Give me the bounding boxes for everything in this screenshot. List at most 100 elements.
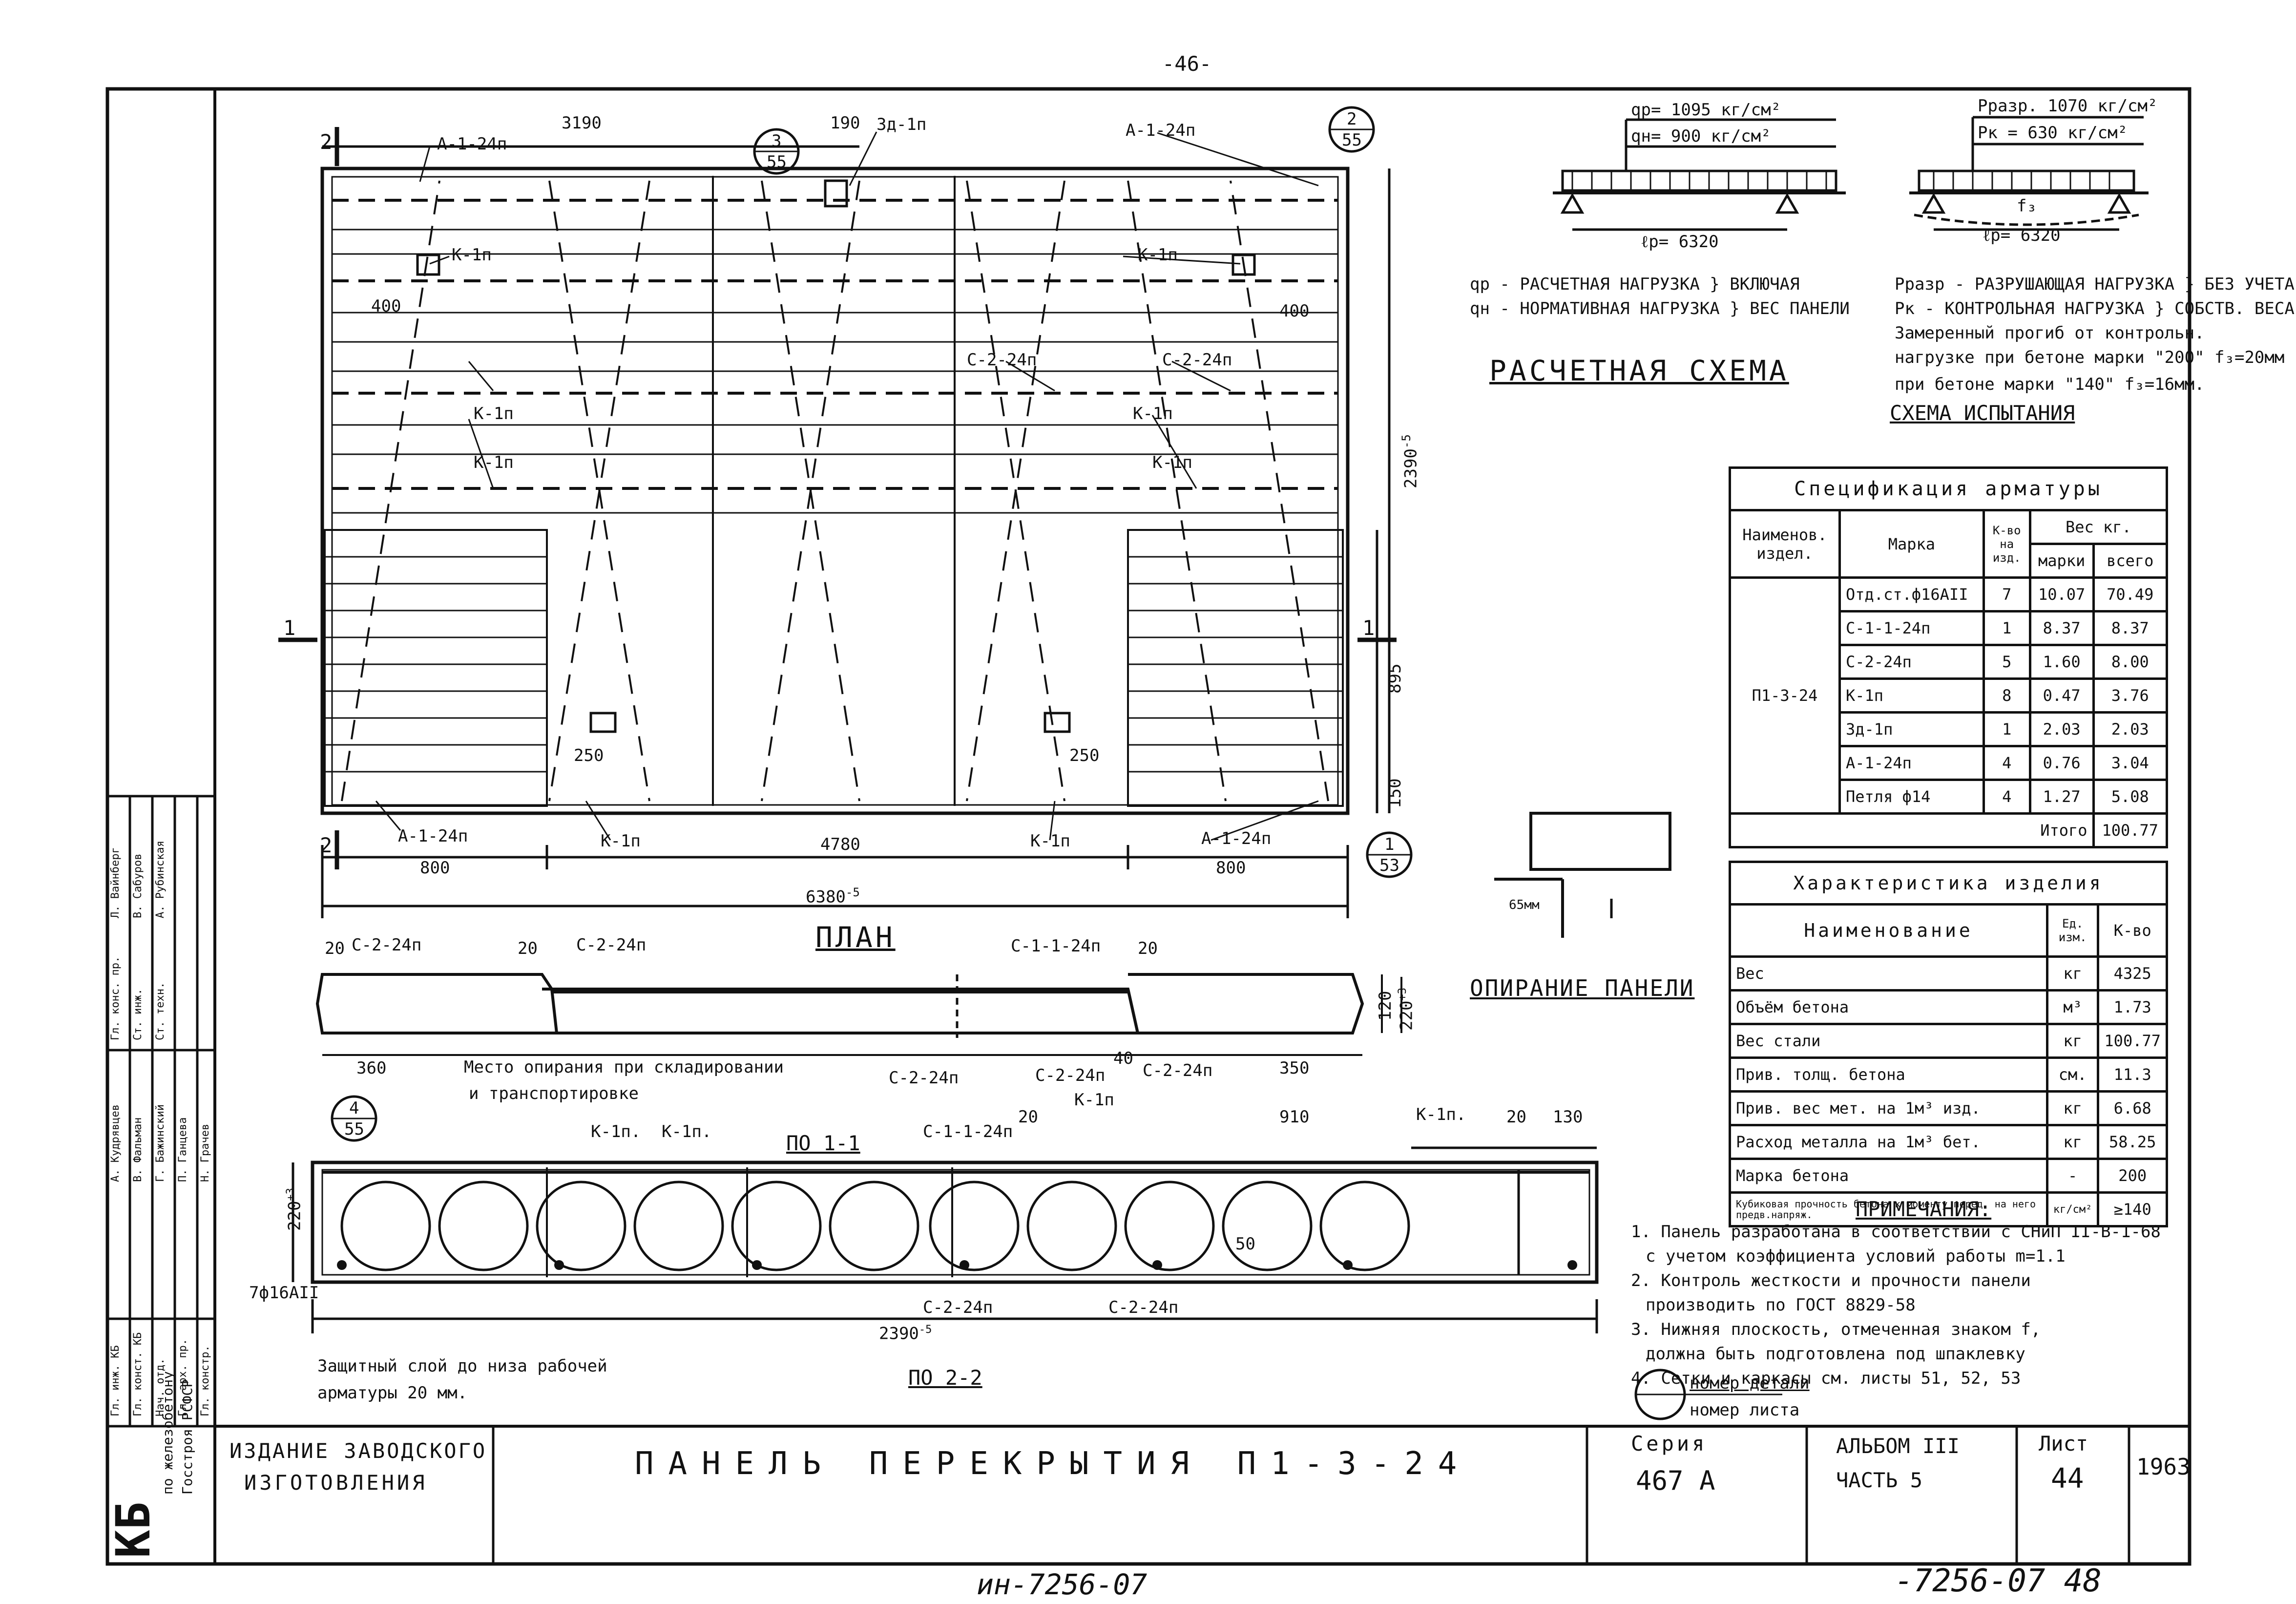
spec-row-t: 2.03 [2092,711,2169,747]
tb-series: 467 А [1636,1465,1715,1496]
s22-rebar: 7ф16АII [249,1283,319,1303]
s11-c224c: С-2-24п [889,1068,959,1088]
dim-6380: 6380-5 [806,886,860,907]
test-note-4: при бетоне марки "140" f₃=16мм. [1895,375,2205,394]
char-h-qty: К-во [2097,903,2168,958]
test-note-0: Pразр - РАЗРУШАЮЩАЯ НАГРУЗКА } БЕЗ УЧЕТА [1895,274,2295,294]
s22-k1a: К-1п. [591,1122,641,1141]
char-h-unit: Ед. изм. [2046,903,2100,958]
dim-800-right: 800 [1216,858,1246,878]
s11-title: ПО 1-1 [786,1131,860,1155]
stamp-role: Гл. инж. КБ [109,1345,122,1416]
callout-1-sheet: 53 [1379,856,1399,875]
s22-d20a: 20 [1018,1107,1038,1127]
s22-d910: 910 [1279,1107,1310,1127]
calc-legend1: qр - РАСЧЕТНАЯ НАГРУЗКА } ВКЛЮЧАЯ [1470,274,1800,294]
handwritten-code-right: -7256-07 48 [1895,1563,2102,1599]
stamp-name2: Л. Вайнберг [109,847,122,918]
stamp-role2: Ст. инж. [132,989,144,1040]
stamp-name2: А. Рубинская [154,841,167,918]
spec-h-qty: К-во на изд. [1982,509,2031,579]
callout-3-num: 3 [772,131,782,151]
s22-c1124: С-1-1-24п [923,1122,1013,1141]
label-a124-bl: А-1-24п [398,826,468,846]
char-row-value: 11.3 [2097,1056,2168,1093]
s11-d350: 350 [1279,1058,1310,1078]
char-row-name: Вес [1729,955,2048,992]
test-lp: ℓр= 6320 [1983,226,2061,245]
s11-d40: 40 [1113,1049,1133,1068]
s11-c224d: С-2-24п [1035,1066,1106,1085]
label-k1-8: К-1п [1030,831,1070,851]
note-line-3: производить по ГОСТ 8829-58 [1646,1295,1916,1315]
stamp-name: Г. Бажинский [154,1104,167,1182]
spec-row-mark: Отд.ст.ф16АII [1838,576,1985,612]
spec-row-qty: 5 [1982,644,2031,680]
s22-callout-4-sheet: 55 [344,1119,364,1139]
s22-d130: 130 [1553,1107,1583,1127]
spec-product: П1-3-24 [1729,576,1841,815]
label-c224-2: С-2-24п [1162,350,1232,370]
section-mark-1-left: 1 [283,616,296,640]
stamp-role: Гл. констр. [199,1345,211,1416]
handwritten-code-center: ин-7256-07 [977,1568,1148,1601]
spec-h-w-mark: марки [2028,543,2095,579]
dim-3190: 3190 [562,113,602,133]
spec-row-t: 70.49 [2092,576,2169,612]
s11-c224b: С-2-24п [576,935,647,955]
s11-c124: С-1-1-24п [1011,936,1101,956]
spec-h-name: Наименов. издел. [1729,509,1841,579]
spec-row-mark: К-1п [1838,677,1985,714]
label-k1-6: К-1п [1152,453,1192,472]
char-row-value: 6.68 [2097,1090,2168,1126]
stamp-name: П. Ганцева [177,1117,189,1182]
spec-row-mark: Петля ф14 [1838,779,1985,815]
tb-sheet-label: Лист [2039,1432,2088,1456]
tb-title: ПАНЕЛЬ ПЕРЕКРЫТИЯ П1-3-24 [635,1446,1472,1482]
s22-k1c: К-1п [1074,1090,1114,1110]
spec-row-mark: С-1-1-24п [1838,610,1985,646]
calc-lp: ℓр= 6320 [1641,232,1719,252]
note-line-5: должна быть подготовлена под шпаклевку [1646,1344,2025,1364]
label-a124-br: А-1-24п [1201,829,1272,848]
char-row-unit: кг/см² [2046,1191,2100,1227]
char-row-name: Кубиковая прочность бетона к моменту пер… [1729,1191,2048,1227]
label-c224-1: С-2-24п [967,350,1037,370]
s22-c224b: С-2-24п [1108,1298,1179,1317]
spec-row-mark: С-2-24п [1838,644,1985,680]
calc-qn: qн= 900 кг/см² [1631,127,1771,146]
stamp-name: Н. Грачев [199,1123,211,1182]
tb-year: 1963 [2136,1454,2191,1480]
stamp-role: Гл. конст. КБ [132,1332,144,1416]
s11-d20a: 20 [325,939,345,958]
spec-row-t: 8.00 [2092,644,2169,680]
label-k1-5: К-1п [474,453,514,472]
note-line-6: 4. Сетки и каркасы см. листы 51, 52, 53 [1631,1369,2021,1388]
s11-d120: 120 [1376,991,1395,1021]
spec-row-w: 1.27 [2028,779,2095,815]
char-row-value: 58.25 [2097,1124,2168,1160]
dim-4780: 4780 [820,835,860,854]
stamp-role2: Гл. конс. пр. [109,956,122,1040]
stamp-role2: Ст. техн. [154,982,167,1040]
char-row-unit: см. [2046,1056,2100,1093]
notes-title: ПРИМЕЧАНИЯ: [1856,1197,1992,1221]
stamp-name: А. Кудрявцев [109,1104,122,1182]
spec-row-qty: 8 [1982,677,2031,714]
spec-row-w: 8.37 [2028,610,2095,646]
dim-895: 895 [1385,663,1405,694]
label-zd1: Зд-1п [877,115,927,134]
char-row-unit: м³ [2046,989,2100,1025]
dim-250-left: 250 [574,746,604,765]
callout-2-num: 2 [1347,109,1357,129]
char-title: Характеристика изделия [1729,861,2168,906]
char-row-value: 1.73 [2097,989,2168,1025]
legend-sheet-number: номер листа [1690,1400,1800,1420]
test-prazr: Pразр. 1070 кг/см² [1978,96,2158,116]
char-row-value: 4325 [2097,955,2168,992]
char-row-value: 200 [2097,1158,2168,1194]
spec-row-qty: 4 [1982,779,2031,815]
spec-total: 100.77 [2092,812,2169,848]
s22-k1d: К-1п. [1416,1105,1466,1124]
